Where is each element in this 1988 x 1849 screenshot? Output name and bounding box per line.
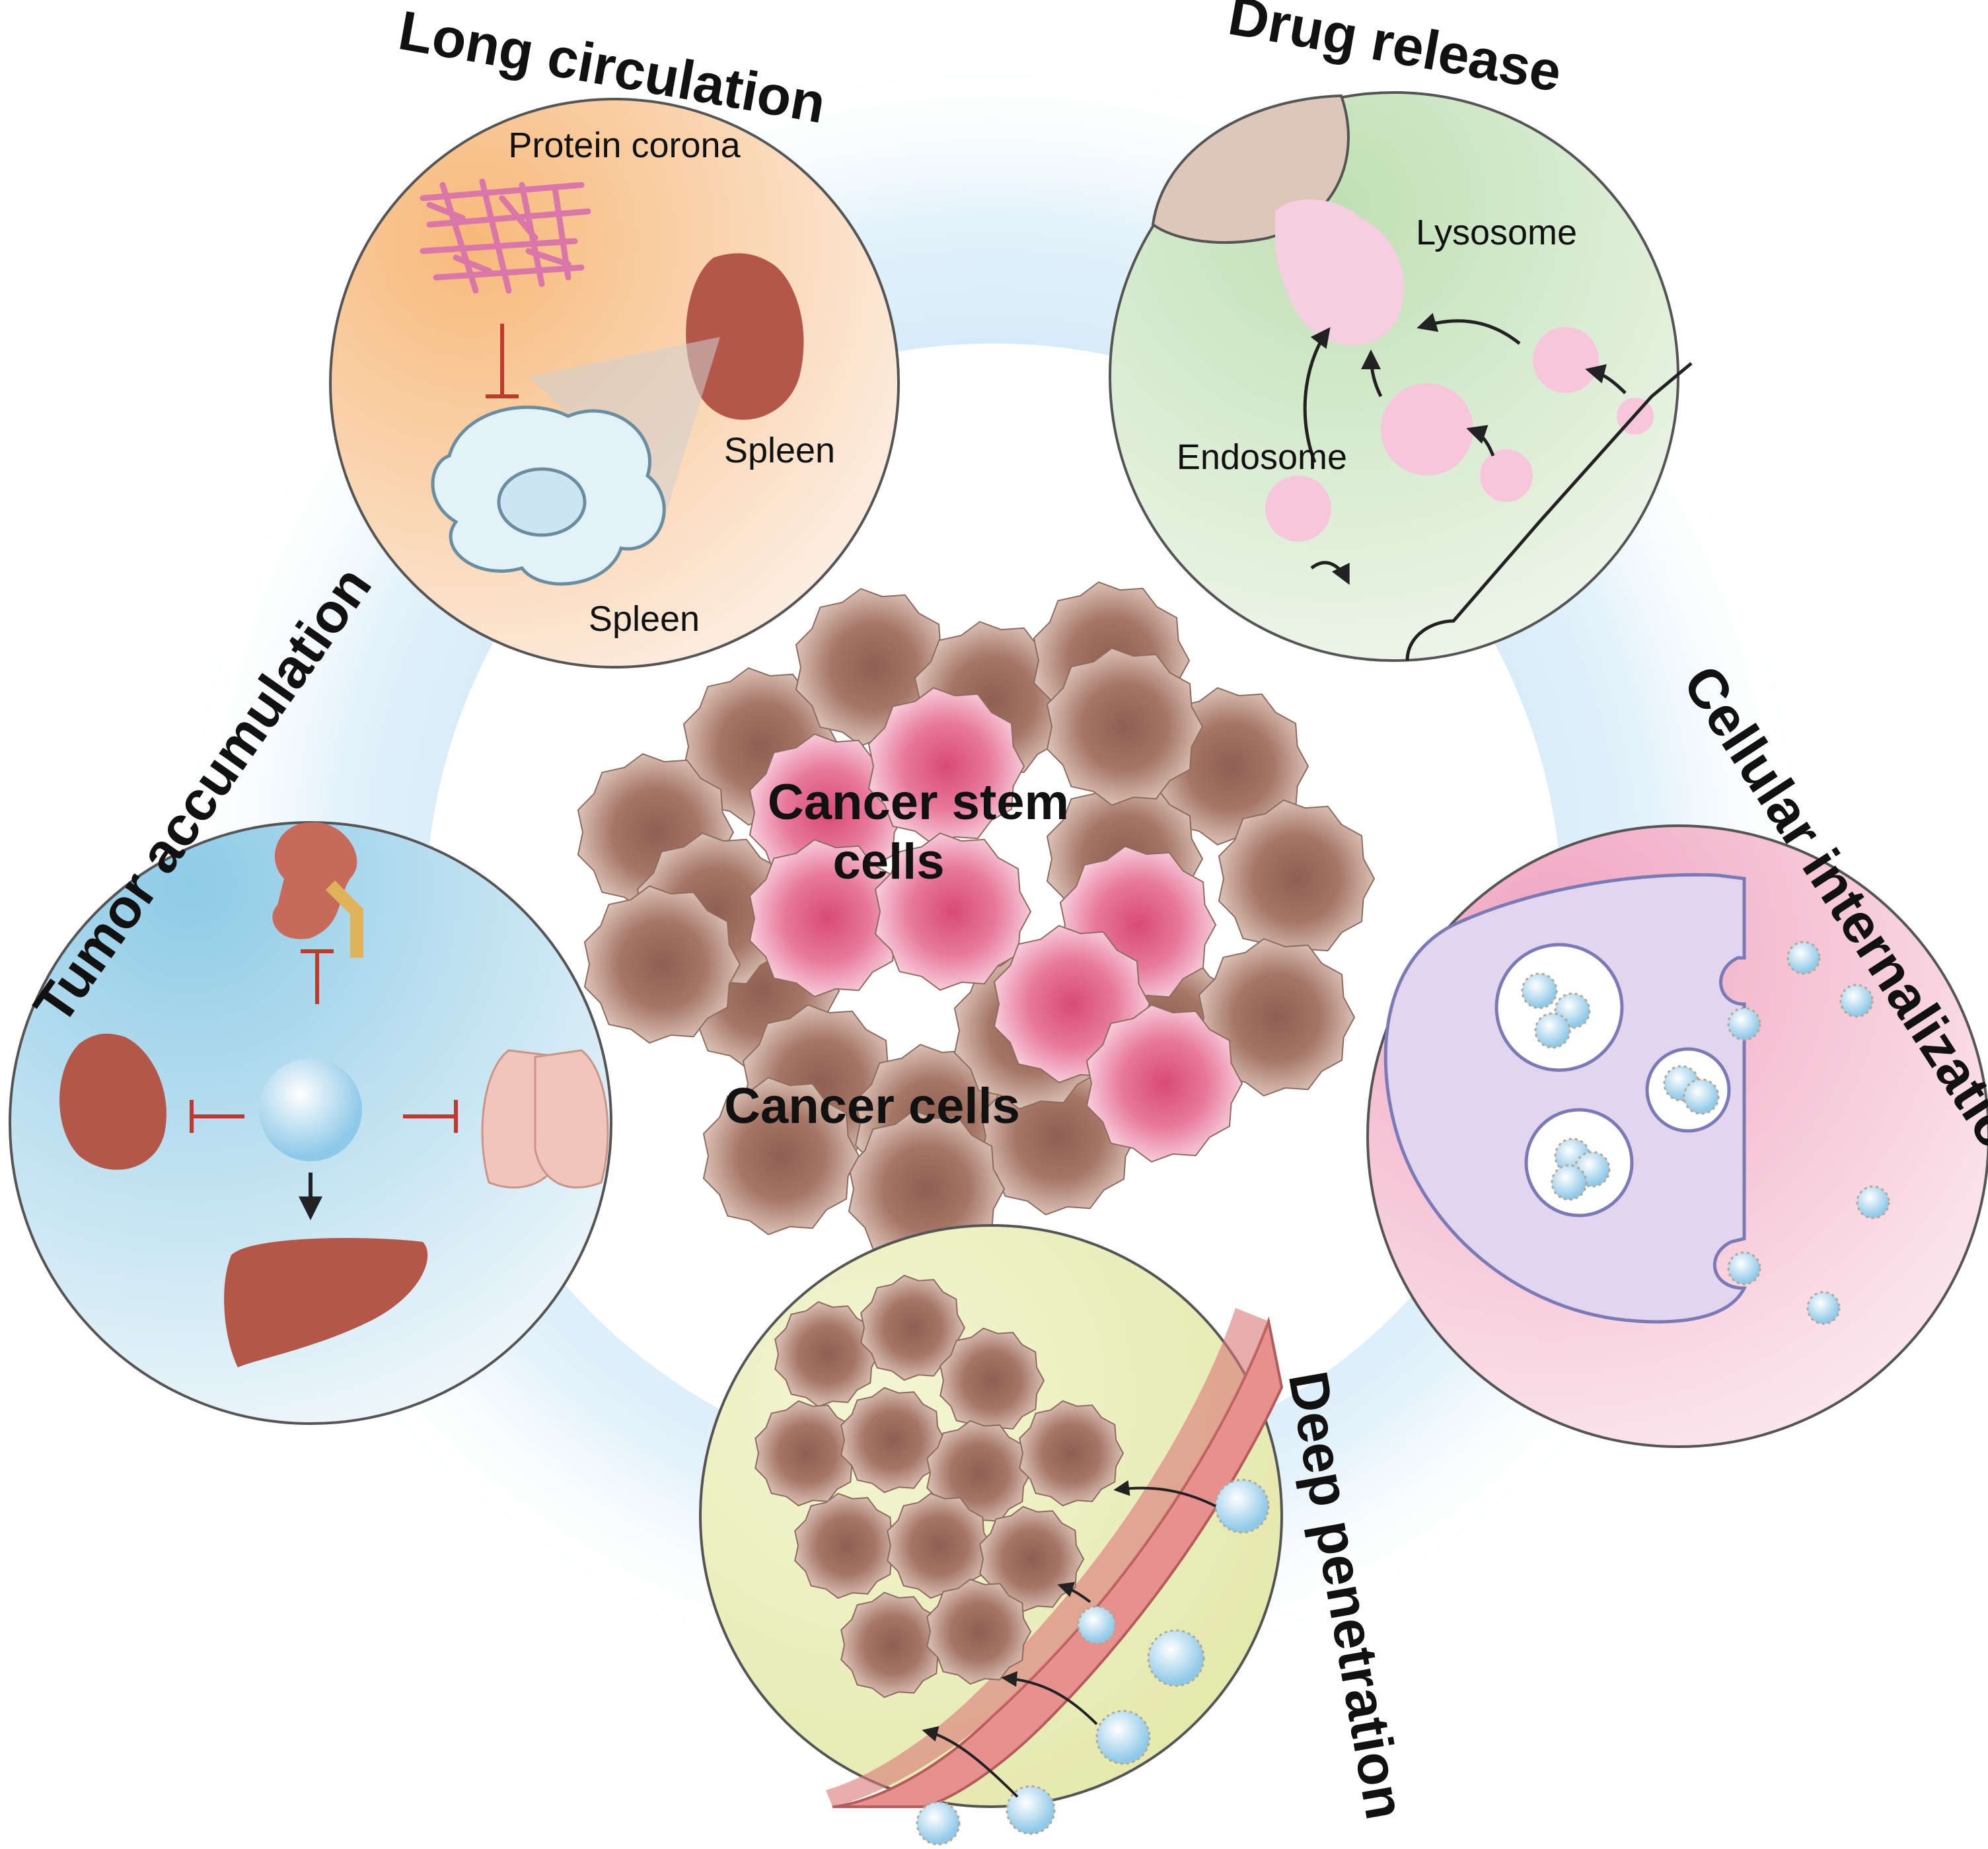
nanoparticle: [1839, 984, 1874, 1018]
spleen-organ-icon: [686, 253, 804, 420]
panel-drug-release: Lysosome Endosome: [1109, 91, 1693, 662]
nanoparticle: [1856, 1185, 1890, 1219]
nanoparticle: [1077, 1605, 1117, 1645]
cancer-cell: [774, 1301, 880, 1408]
macrophage-cell-icon: [431, 406, 666, 586]
lysosome-label: Lysosome: [1416, 213, 1577, 252]
cancer-cell: [1198, 938, 1356, 1097]
cancer-cells-label: Cancer cells: [724, 1078, 1020, 1134]
panel-long-circulation: Protein corona Spleen Spleen: [329, 98, 900, 669]
protein-corona-icon: [420, 178, 591, 294]
cancer-cell: [840, 1591, 946, 1698]
nanoparticle: [1006, 1785, 1056, 1835]
cancer-cell: [939, 1327, 1045, 1434]
cancer-cell: [1019, 1400, 1124, 1507]
nanoparticle: [1806, 1291, 1841, 1325]
endosome-icon: [1265, 327, 1654, 542]
panel-deep-penetration: [699, 1224, 1284, 1846]
nanoparticle: [1214, 1478, 1270, 1534]
endosome-label: Endosome: [1177, 437, 1347, 477]
spleen-icon: [59, 1033, 166, 1170]
liver-icon: [224, 1238, 428, 1367]
cancer-cell: [702, 1077, 860, 1235]
spleen-organ-label: Spleen: [724, 431, 835, 470]
center-labels: Cancer stem cells Cancer cells: [724, 774, 1069, 1134]
tumor-spheroid: [755, 1274, 1124, 1698]
nanoparticle: [916, 1801, 961, 1846]
nanoparticle: [1095, 1710, 1151, 1765]
lungs-icon: [481, 1049, 609, 1189]
nanoparticle: [1727, 1251, 1761, 1286]
cancer-cell: [583, 885, 741, 1044]
cell-body-icon: [1383, 873, 1748, 1324]
nanoparticle: [1786, 941, 1821, 975]
drug-release-title: Drug release: [1224, 0, 1566, 104]
nanoparticle-icon: [259, 1058, 362, 1161]
cancer-cell: [1218, 799, 1376, 958]
cancer-stem-cells-label-line2: cells: [832, 834, 944, 890]
protein-corona-label: Protein corona: [508, 126, 741, 165]
vessel-nanoparticles: [916, 1478, 1270, 1846]
nanoparticle: [1521, 972, 1558, 1009]
cancer-stem-cells-label-line1: Cancer stem: [768, 774, 1069, 830]
kidney-icon: [272, 822, 363, 958]
nanoparticle: [1551, 1164, 1588, 1201]
nanoparticle: [1534, 1012, 1571, 1049]
panel-tumor-accumulation: [9, 821, 612, 1425]
cancer-cell: [1046, 647, 1204, 806]
panel-cellular-internalization: [1366, 824, 1988, 1448]
spleen-cell-label: Spleen: [589, 599, 700, 639]
cancer-cell: [860, 1274, 966, 1381]
cancer-cell: [840, 1387, 946, 1494]
nanoparticle: [1727, 1007, 1761, 1041]
cancer-stem-cell: [1086, 1004, 1243, 1163]
internalized-nanoparticles: [1521, 941, 1890, 1325]
cancer-stem-cell: [867, 687, 1025, 846]
nanoparticle: [1147, 1629, 1205, 1687]
lysosome-icon: [1275, 199, 1405, 345]
cancer-stem-cell: [874, 832, 1032, 991]
cancer-cell: [794, 1492, 900, 1599]
blood-vessel-icon: [826, 1308, 1284, 1808]
cancer-stem-cell: [749, 839, 906, 997]
cancer-cell-cluster: [577, 581, 1376, 1268]
nanoparticle: [1683, 1078, 1720, 1115]
cancer-cell: [755, 1400, 860, 1507]
